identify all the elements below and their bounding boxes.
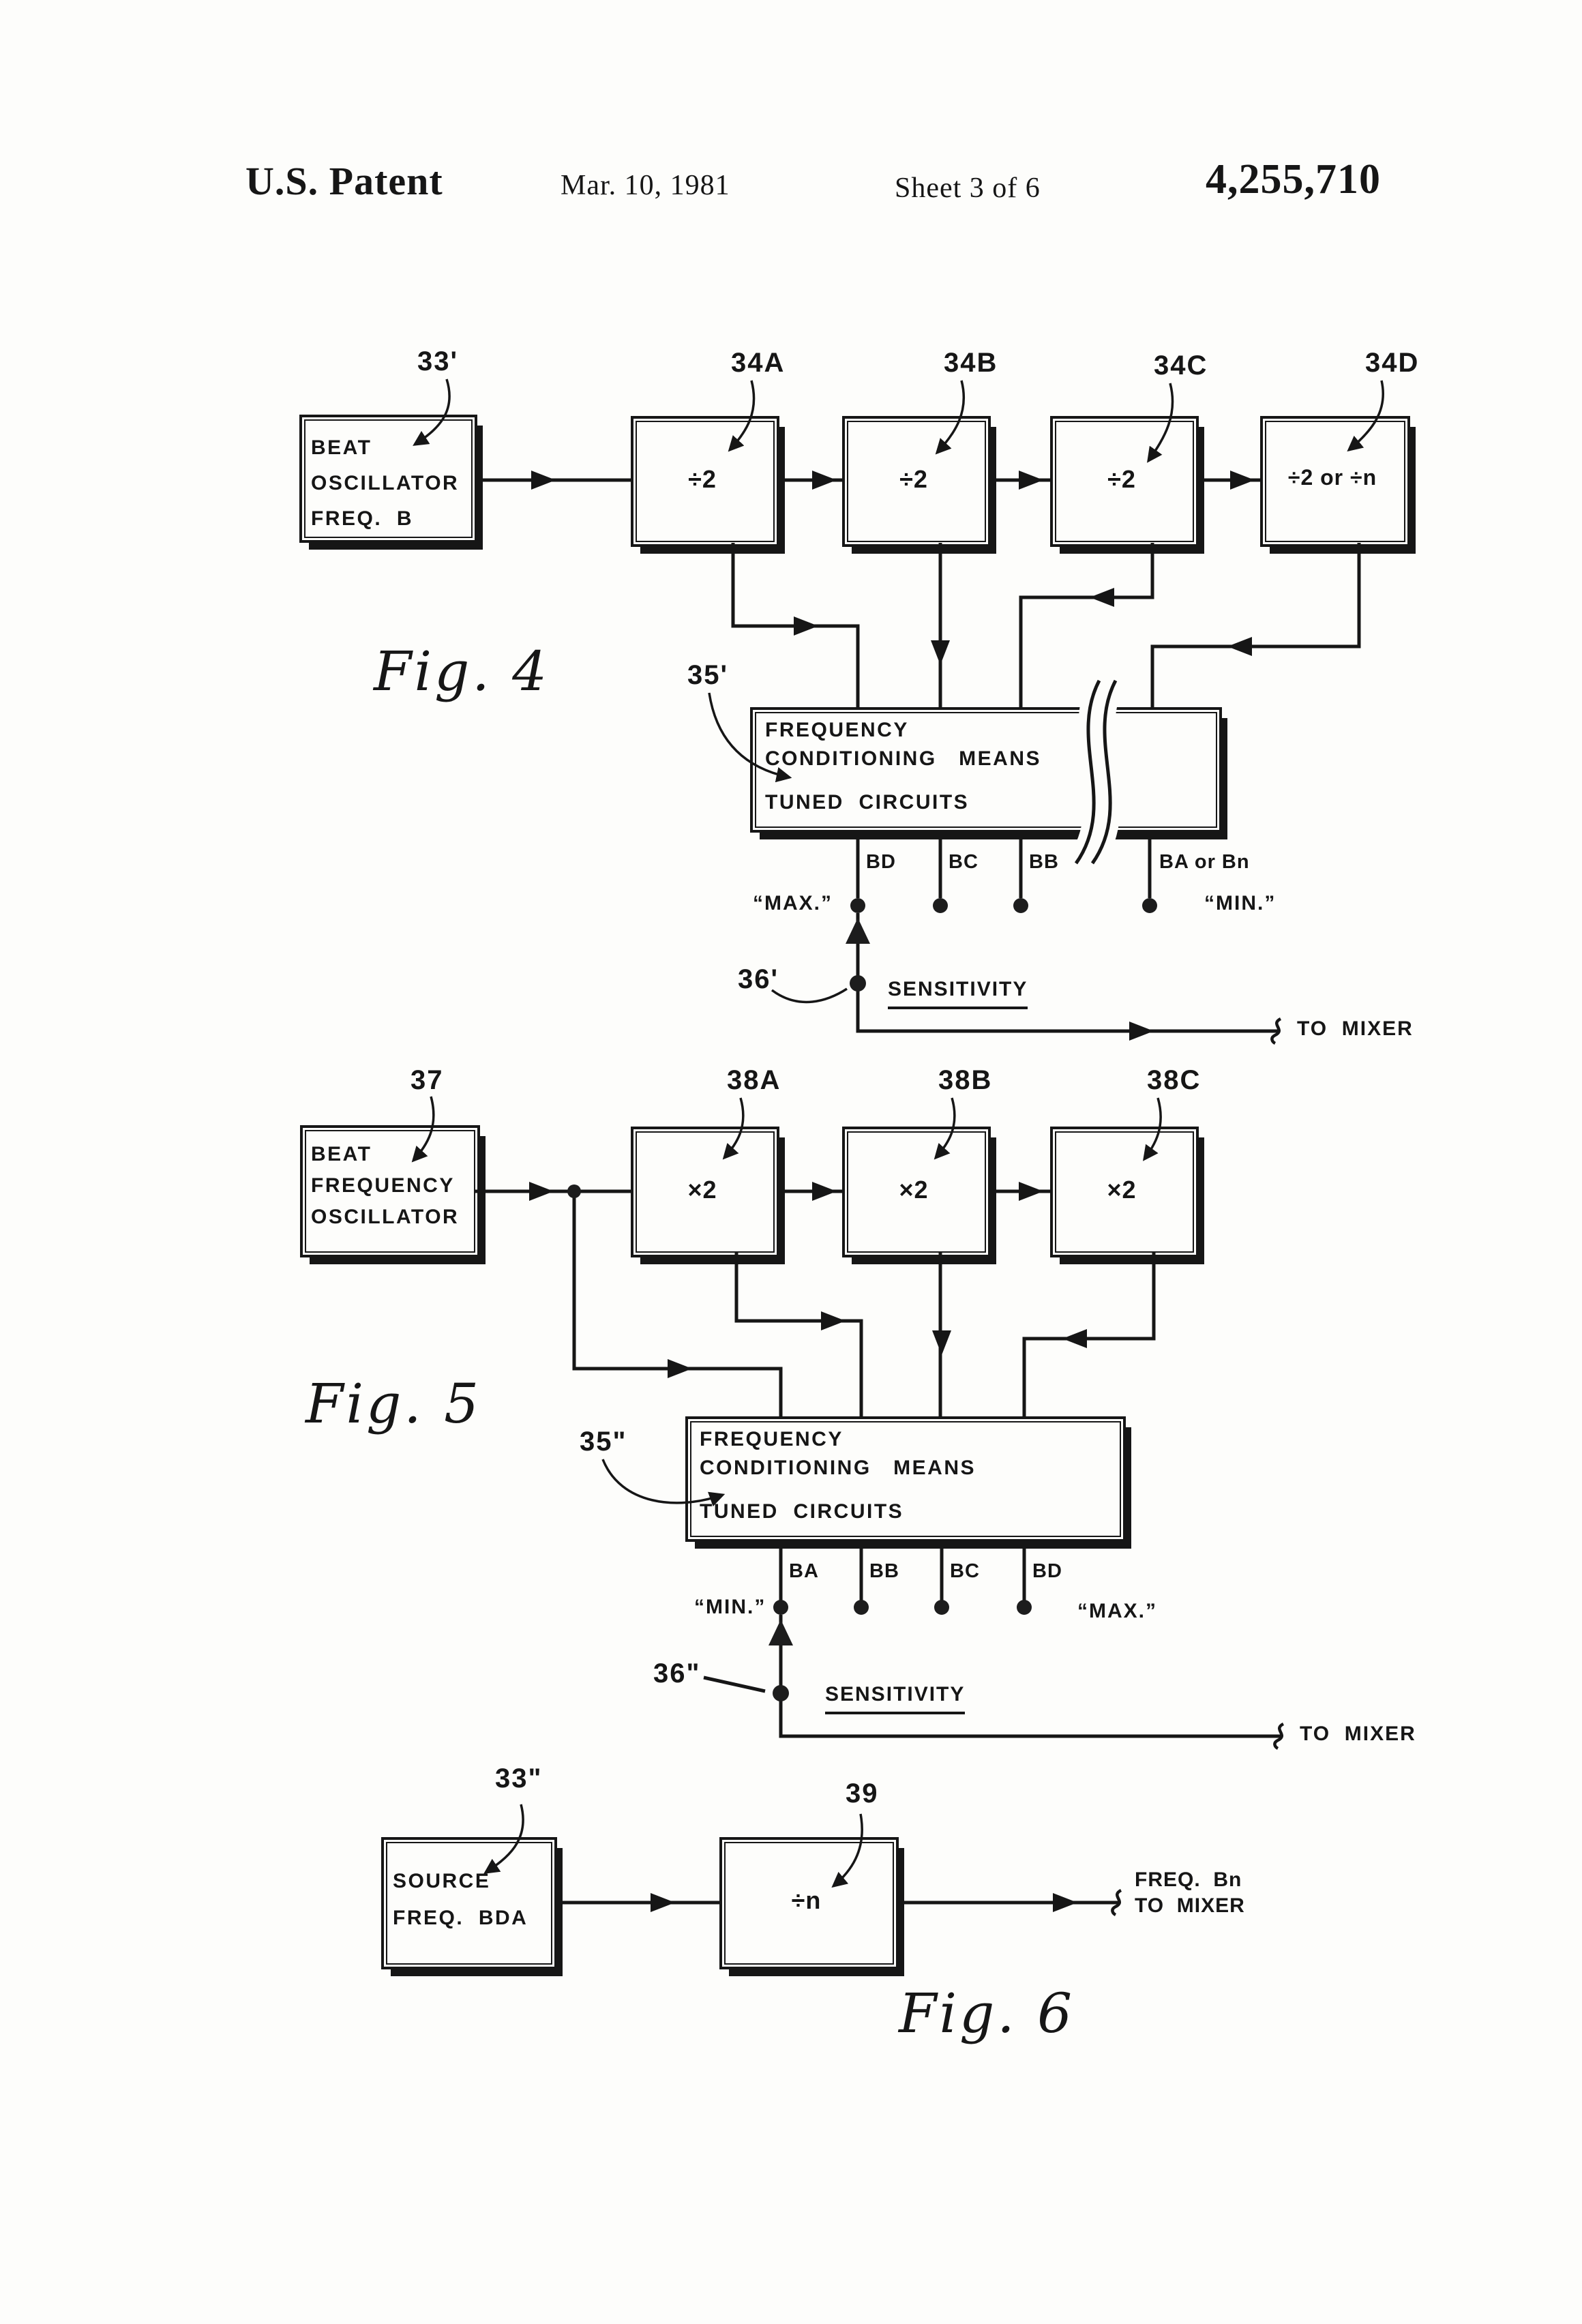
fig6-output-line1: FREQ. Bn [1135,1868,1242,1891]
fig5-sensitivity-label: SENSITIVITY [825,1683,966,1714]
fig4-tap-BD: BD [866,851,896,873]
fig4-mixer-tap-squiggle [1270,1017,1282,1045]
fig5-ref-38A: 38A [727,1065,781,1095]
fig5-tap-BC: BC [950,1560,980,1582]
fig5-ref-36: 36" [653,1658,701,1688]
fig5-osc-line2: FREQUENCY [311,1174,455,1197]
fig4-max-label: “MAX.” [753,892,833,914]
fig6-mixer-tap-squiggle [1111,1888,1122,1917]
fig5-max-label: “MAX.” [1077,1600,1157,1622]
fig5-tap-BD: BD [1032,1560,1062,1582]
fig6-source-box [381,1837,557,1969]
patent-title: U.S. Patent [245,159,443,203]
fig4-divider-34B-box [842,416,991,547]
fig4-sensitivity-pot-dot [850,975,866,992]
fig5-sensitivity-pot-dot [773,1685,789,1701]
patent-number: 4,255,710 [1206,156,1381,203]
fig4-ref-34C: 34C [1154,351,1208,381]
fig4-divider-34B-label: ÷2 [899,465,928,493]
fig5-cond-line3: TUNED CIRCUITS [700,1500,904,1523]
fig4-divider-34C-box [1050,416,1199,547]
fig5-tap-BA: BA [789,1560,819,1582]
fig5-ref-37: 37 [411,1065,444,1095]
fig4-ref-33: 33' [417,346,459,376]
fig4-wiper-arrow [846,918,870,944]
fig5-multiplier-38B-label: ×2 [899,1176,929,1204]
fig6-ref-39: 39 [846,1778,879,1808]
fig4-ref-34D: 34D [1365,348,1420,378]
fig5-min-label: “MIN.” [694,1596,766,1618]
fig4-ref-34A: 34A [731,348,786,378]
fig5-multiplier-38A-label: ×2 [687,1176,717,1204]
patent-date: Mar. 10, 1981 [561,170,730,201]
fig4-ref-34B: 34B [944,348,998,378]
fig4-osc-line2: OSCILLATOR [311,472,460,494]
fig5-osc-line1: BEAT [311,1143,372,1165]
fig4-title: Fig. 4 [374,640,550,703]
fig6-divider-39-label: ÷n [791,1886,822,1914]
fig5-frequency-conditioning-box [685,1416,1126,1542]
fig5-wiper-arrow [768,1620,793,1645]
fig6-ref-33: 33" [495,1763,543,1793]
fig5-multiplier-38C-label: ×2 [1107,1176,1137,1204]
fig4-tap-BC: BC [949,851,979,873]
fig5-cond-line1: FREQUENCY [700,1428,844,1450]
fig4-min-label: “MIN.” [1204,892,1277,914]
fig5-ref-35: 35" [580,1427,627,1457]
fig5-tap-BB: BB [869,1560,899,1582]
fig5-junction-dot [567,1185,581,1198]
fig4-to-mixer-label: TO MIXER [1297,1017,1414,1040]
fig6-title: Fig. 6 [899,1982,1075,2045]
fig4-cond-line1: FREQUENCY [765,719,909,741]
fig4-tap-BA-or-Bn: BA or Bn [1159,851,1250,873]
fig4-sensitivity-label: SENSITIVITY [888,978,1028,1009]
fig6-src-line2: FREQ. BDA [393,1907,528,1929]
fig4-divider-34D-label: ÷2 or ÷n [1287,465,1377,490]
fig4-divider-34C-label: ÷2 [1107,465,1136,493]
fig4-cond-line3: TUNED CIRCUITS [765,791,970,814]
fig5-title: Fig. 5 [305,1372,482,1435]
fig4-osc-line3: FREQ. B [311,507,414,530]
sheet-number: Sheet 3 of 6 [895,173,1041,204]
fig6-output-line2: TO MIXER [1135,1894,1245,1917]
fig5-cond-line2: CONDITIONING MEANS [700,1457,976,1479]
fig5-to-mixer-label: TO MIXER [1300,1723,1416,1745]
fig4-divider-34A-label: ÷2 [688,465,717,493]
fig4-divider-34D-box [1260,416,1410,547]
fig4-frequency-conditioning-box [750,707,1222,833]
fig6-divider-39-box [719,1837,899,1969]
fig6-src-line1: SOURCE [393,1870,491,1892]
fig5-ref-38C: 38C [1147,1065,1202,1095]
fig5-ref-38B: 38B [938,1065,993,1095]
fig5-beat-frequency-oscillator-box [300,1125,480,1257]
fig4-ref-35: 35' [687,660,729,690]
fig5-mixer-tap-squiggle [1273,1722,1285,1751]
fig5-arrowheads [529,1182,1087,1378]
fig5-osc-line3: OSCILLATOR [311,1206,460,1228]
fig4-osc-line1: BEAT [311,436,372,459]
fig4-tap-BB: BB [1029,851,1059,873]
fig4-ref-36: 36' [738,964,779,994]
fig4-cond-line2: CONDITIONING MEANS [765,747,1042,770]
